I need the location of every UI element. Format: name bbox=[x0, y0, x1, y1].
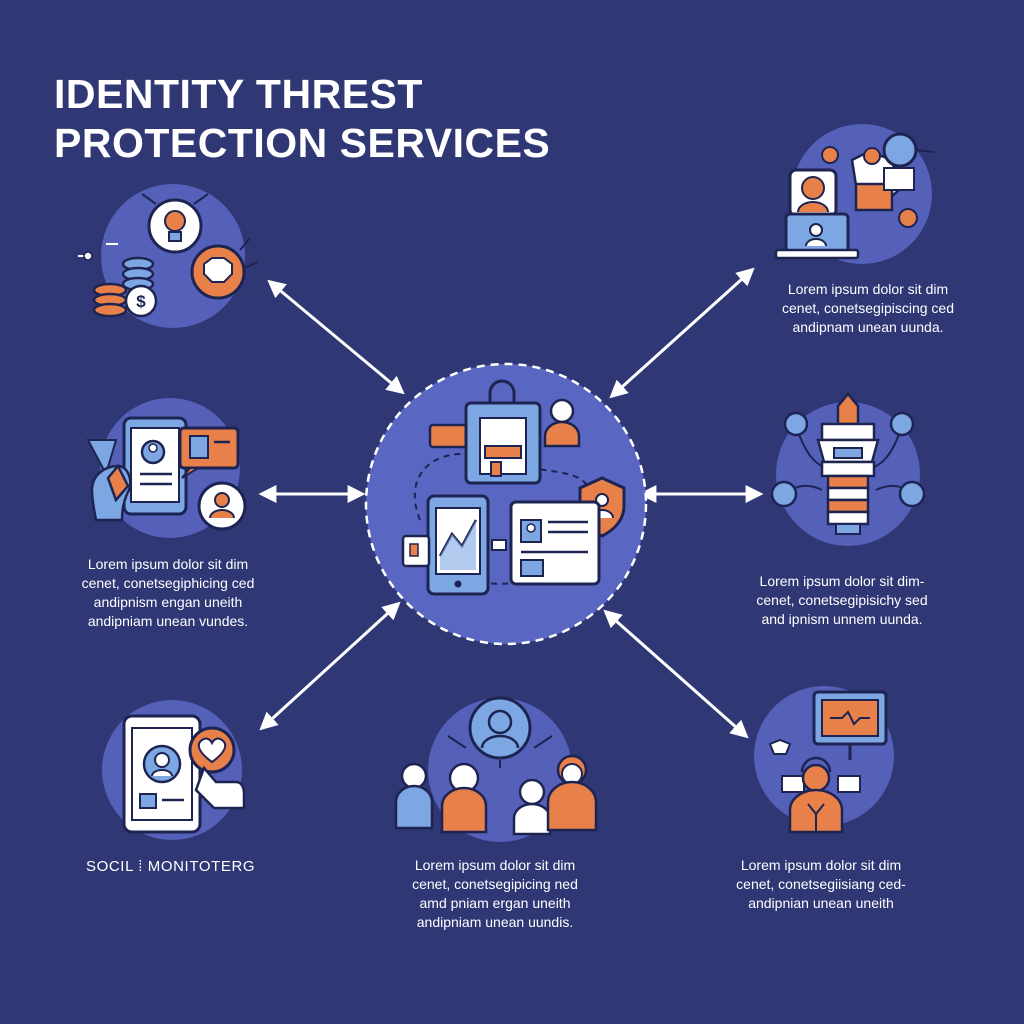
arrow-bottom-left bbox=[259, 601, 401, 731]
caption-line: andipnism engan uneith bbox=[93, 594, 243, 610]
caption-line: Lorem ipsum dolor sit dim bbox=[740, 857, 902, 873]
operator-icon bbox=[781, 756, 861, 834]
svg-text:$: $ bbox=[136, 292, 146, 311]
caption-line: andipnam unean uunda. bbox=[792, 319, 944, 335]
caption-line: cenet, conetsegipisichy sed bbox=[756, 592, 928, 608]
caption-line: amd pniam ergan uneith bbox=[419, 895, 571, 911]
id-card-icon bbox=[509, 500, 601, 586]
tablet-heart-icon bbox=[122, 714, 202, 834]
caption-line: andipniam unean vundes. bbox=[87, 613, 249, 629]
caption-line: Lorem ipsum dolor sit dim bbox=[787, 281, 949, 297]
caption-line: andipnian unean uneith bbox=[748, 895, 894, 911]
id-badge-icon bbox=[428, 379, 542, 485]
caption-middle-left: Lorem ipsum dolor sit dim cenet, conetse… bbox=[48, 555, 288, 631]
person-icon bbox=[543, 398, 581, 448]
caption-middle-right: Lorem ipsum dolor sit dim- cenet, conets… bbox=[722, 572, 962, 629]
caption-line: Lorem ipsum dolor sit dim bbox=[414, 857, 576, 873]
dollar-coin-icon: $ bbox=[124, 284, 158, 318]
node-top-right bbox=[774, 124, 935, 264]
node-middle-right bbox=[770, 392, 926, 546]
connector-arrows bbox=[258, 267, 764, 739]
title-line-1: IDENTITY THREST bbox=[54, 71, 423, 117]
caption-line: Lorem ipsum dolor sit dim- bbox=[759, 573, 925, 589]
node-bottom-center bbox=[394, 696, 598, 842]
node-top-left: $ bbox=[78, 184, 259, 328]
hand-icon bbox=[90, 463, 132, 522]
card-reader-icon bbox=[401, 534, 507, 568]
chat-bubble-icon bbox=[178, 426, 240, 479]
tablet-chart-icon bbox=[426, 494, 490, 596]
webcam-user-icon bbox=[788, 168, 838, 218]
node-bottom-right bbox=[754, 686, 894, 834]
node-bottom-left bbox=[102, 700, 246, 840]
laptop-user-icon bbox=[774, 212, 860, 260]
social-monitoring-label: SOCIL ⁞ MONITOTERG bbox=[86, 858, 256, 875]
caption-line: cenet, conetsegiphicing ced bbox=[81, 575, 255, 591]
coin-stack-icon bbox=[92, 256, 155, 318]
arrow-top-left bbox=[267, 279, 405, 395]
caption-line: andipniam unean uundis. bbox=[416, 914, 574, 930]
caption-line: cenet, conetsegipiscing ced bbox=[782, 300, 954, 316]
caption-line: cenet, conetsegipicing ned bbox=[412, 876, 578, 892]
monitor-icon bbox=[812, 690, 888, 760]
arrow-bottom-right bbox=[603, 609, 749, 739]
caption-line: cenet, conetsegiisiang ced- bbox=[736, 876, 906, 892]
heart-icon bbox=[188, 726, 236, 774]
node-middle-left bbox=[86, 398, 247, 538]
title-line-2: PROTECTION SERVICES bbox=[54, 120, 551, 166]
gear-icon bbox=[190, 237, 259, 300]
user-circle-icon bbox=[468, 696, 532, 760]
page-title: IDENTITY THREST PROTECTION SERVICES bbox=[54, 70, 550, 168]
lightbulb-icon bbox=[141, 193, 209, 254]
hand-pointer-icon bbox=[194, 765, 246, 810]
caption-line: Lorem ipsum dolor sit dim bbox=[87, 556, 249, 572]
people-group-icon bbox=[394, 754, 598, 836]
caption-bottom-right: Lorem ipsum dolor sit dim cenet, conetse… bbox=[706, 856, 936, 913]
center-hub bbox=[364, 362, 648, 646]
arrow-top-right bbox=[609, 267, 755, 399]
mobile-profile-icon bbox=[122, 416, 188, 516]
caption-line: and ipnism unnem uunda. bbox=[761, 611, 923, 627]
server-stack-icon bbox=[816, 392, 880, 535]
folder-icon bbox=[850, 147, 915, 212]
user-circle-icon bbox=[882, 132, 918, 168]
caption-bottom-center: Lorem ipsum dolor sit dim cenet, conetse… bbox=[380, 856, 610, 932]
caption-top-right: Lorem ipsum dolor sit dim cenet, conetse… bbox=[758, 280, 978, 337]
user-circle-icon bbox=[197, 481, 247, 531]
